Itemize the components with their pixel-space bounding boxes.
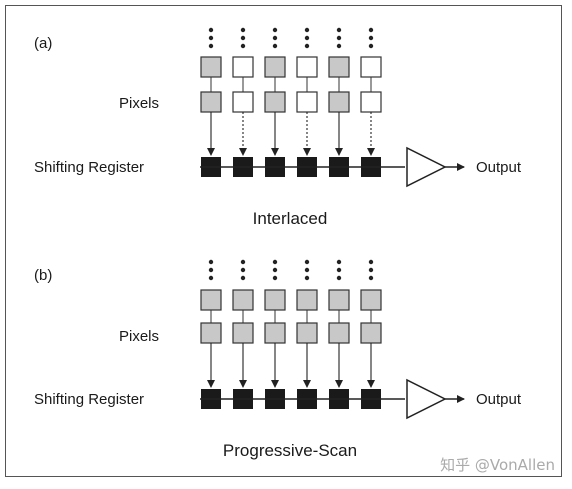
panel-progressive-scan: (b) Pixels Shifting Register Output Prog… [34, 259, 522, 460]
ellipsis-dot [304, 275, 310, 281]
pixel-cell [328, 56, 350, 78]
panel-tag: (b) [34, 267, 52, 284]
pixel-column [264, 27, 286, 177]
register-bus [200, 378, 465, 420]
panel-tag: (a) [34, 35, 52, 52]
ellipsis-dot [368, 27, 374, 33]
output-label: Output [476, 159, 522, 176]
pixels-label: Pixels [119, 95, 159, 112]
pixel-cell [296, 289, 318, 311]
pixel-cell [328, 322, 350, 344]
ellipsis-dot [336, 35, 342, 41]
ellipsis-dot [240, 43, 246, 49]
pixel-column [232, 27, 254, 177]
panel-interlaced: (a) Pixels Shifting Register Output Inte… [34, 27, 522, 228]
pixel-cell [264, 322, 286, 344]
pixel-cell [200, 91, 222, 113]
ellipsis-dot [240, 275, 246, 281]
pixel-cell [360, 289, 382, 311]
ellipsis-dot [304, 35, 310, 41]
ellipsis-dot [336, 27, 342, 33]
shifting-register-label: Shifting Register [34, 391, 144, 408]
ellipsis-dot [336, 275, 342, 281]
ellipsis-dot [368, 35, 374, 41]
pixel-column [328, 259, 350, 409]
ellipsis-dot [272, 35, 278, 41]
ellipsis-dot [304, 267, 310, 273]
ellipsis-dot [336, 43, 342, 49]
ellipsis-dot [208, 267, 214, 273]
pixel-cell [200, 56, 222, 78]
ellipsis-dot [240, 35, 246, 41]
ellipsis-dot [208, 35, 214, 41]
pixel-column [264, 259, 286, 409]
pixel-cell [328, 289, 350, 311]
pixel-cell [232, 289, 254, 311]
ellipsis-dot [336, 259, 342, 265]
ellipsis-dot [272, 267, 278, 273]
ellipsis-dot [368, 43, 374, 49]
pixel-cell [264, 289, 286, 311]
ellipsis-dot [208, 259, 214, 265]
pixel-cell [264, 56, 286, 78]
ellipsis-dot [272, 259, 278, 265]
ellipsis-dot [240, 27, 246, 33]
pixel-cell [264, 91, 286, 113]
pixel-cell [232, 56, 254, 78]
register-bus [200, 146, 465, 188]
ellipsis-dot [240, 267, 246, 273]
pixel-columns [200, 259, 382, 409]
pixel-cell [360, 322, 382, 344]
amplifier-icon [406, 378, 447, 420]
pixel-cell [232, 322, 254, 344]
pixel-column [360, 27, 382, 177]
panel-caption: Interlaced [253, 209, 328, 228]
ellipsis-dot [368, 275, 374, 281]
shifting-register-label: Shifting Register [34, 159, 144, 176]
pixels-label: Pixels [119, 328, 159, 345]
ellipsis-dot [272, 43, 278, 49]
pixel-column [200, 27, 222, 177]
pixel-cell [328, 91, 350, 113]
watermark: 知乎 @VonAllen [440, 456, 555, 474]
pixel-cell [360, 56, 382, 78]
ellipsis-dot [208, 27, 214, 33]
output-label: Output [476, 391, 522, 408]
pixel-cell [360, 91, 382, 113]
pixel-column [328, 27, 350, 177]
pixel-column [200, 259, 222, 409]
pixel-column [296, 27, 318, 177]
ellipsis-dot [208, 275, 214, 281]
ellipsis-dot [240, 259, 246, 265]
amplifier-icon [406, 146, 447, 188]
pixel-column [232, 259, 254, 409]
ellipsis-dot [368, 259, 374, 265]
ellipsis-dot [304, 259, 310, 265]
ellipsis-dot [304, 27, 310, 33]
ellipsis-dot [208, 43, 214, 49]
pixel-cell [232, 91, 254, 113]
ellipsis-dot [272, 27, 278, 33]
ellipsis-dot [304, 43, 310, 49]
pixel-cell [200, 322, 222, 344]
panel-caption: Progressive-Scan [223, 441, 357, 460]
pixel-column [296, 259, 318, 409]
pixel-column [360, 259, 382, 409]
pixel-columns [200, 27, 382, 177]
pixel-cell [296, 91, 318, 113]
ellipsis-dot [272, 275, 278, 281]
pixel-cell [296, 322, 318, 344]
pixel-cell [296, 56, 318, 78]
ellipsis-dot [336, 267, 342, 273]
pixel-cell [200, 289, 222, 311]
ellipsis-dot [368, 267, 374, 273]
